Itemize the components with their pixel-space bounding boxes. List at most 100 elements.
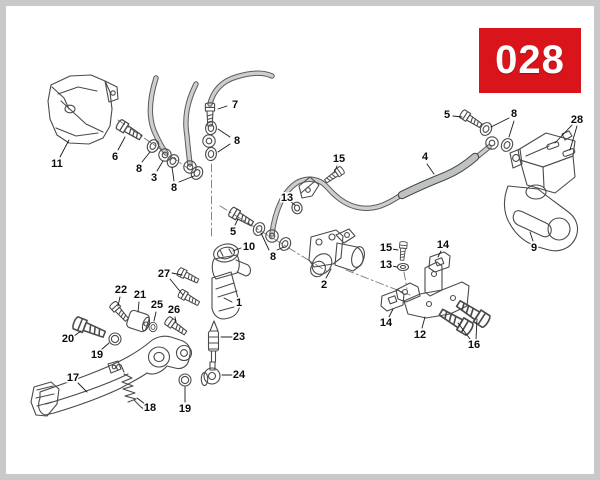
- callout-leader-13: [290, 201, 296, 206]
- callout-13: 13: [380, 259, 392, 271]
- part-bracket-12: [395, 261, 470, 319]
- callout-leader-18: [136, 397, 146, 405]
- part-bolt-26: [163, 315, 189, 338]
- callout-leader-15: [391, 248, 399, 251]
- callout-14: 14: [380, 317, 393, 329]
- callout-leader-16: [457, 322, 471, 340]
- part-washer-13-right: [396, 262, 410, 272]
- part-oring-19-left: [108, 332, 122, 346]
- callout-leader-14: [437, 250, 442, 258]
- callout-leader-6: [117, 136, 126, 151]
- callout-15: 15: [333, 153, 345, 165]
- part-bolts-27: [175, 266, 202, 308]
- callout-8: 8: [171, 182, 177, 194]
- callout-5: 5: [444, 109, 450, 121]
- page-number-badge: 028: [479, 28, 581, 93]
- callout-8: 8: [136, 163, 142, 175]
- callout-19: 19: [179, 403, 191, 415]
- callout-leader-4: [426, 163, 435, 175]
- callout-6: 6: [112, 151, 118, 163]
- callout-leader-15: [333, 165, 338, 174]
- callout-leader-21: [137, 301, 140, 313]
- callout-leader-12: [421, 316, 426, 329]
- callout-leader-5: [452, 115, 463, 118]
- callout-8: 8: [234, 135, 240, 147]
- part-nut-25: [148, 321, 158, 333]
- callout-10: 10: [243, 241, 255, 253]
- part-brake-pedal: [30, 335, 193, 417]
- callout-1: 1: [236, 297, 242, 309]
- callout-5: 5: [230, 226, 236, 238]
- callout-8: 8: [270, 251, 276, 263]
- callout-leader-19: [100, 342, 110, 351]
- callout-leader-8: [490, 117, 510, 128]
- callout-12: 12: [414, 329, 426, 341]
- callout-2: 2: [321, 279, 327, 291]
- part-caliper-bracket: [503, 185, 579, 252]
- callout-leader-2: [325, 268, 332, 279]
- callout-9: 9: [531, 242, 537, 254]
- callout-27: 27: [158, 268, 170, 280]
- callout-leader-8: [217, 128, 231, 138]
- callout-leader-16: [475, 318, 478, 340]
- part-junction-unit: [308, 228, 365, 278]
- callout-leader-3: [156, 160, 164, 172]
- callout-leader-1: [223, 297, 233, 303]
- callout-leader-9: [529, 231, 534, 242]
- exploded-parts-drawing: 1168387815135108227122212526201917181923…: [30, 70, 585, 417]
- callout-leader-8: [260, 232, 270, 251]
- callout-leader-7: [217, 105, 228, 110]
- callout-leader-26: [174, 316, 177, 323]
- callout-23: 23: [233, 331, 245, 343]
- callout-14: 14: [437, 239, 450, 251]
- part-bolts-16: [436, 296, 493, 337]
- callout-leader-25: [153, 311, 157, 322]
- callout-leader-27: [169, 278, 184, 296]
- callout-leader-8: [217, 143, 231, 153]
- callout-leader-28: [554, 124, 573, 144]
- callout-18: 18: [144, 402, 156, 414]
- callout-8: 8: [511, 108, 517, 120]
- callout-leader-8: [178, 175, 195, 183]
- part-bushing-21: [126, 309, 151, 333]
- part-bolt-15-right: [397, 240, 408, 261]
- part-bolt-15-top: [322, 165, 346, 186]
- part-heel-guard: [47, 74, 119, 145]
- callout-21: 21: [134, 289, 146, 301]
- callout-leader-8: [141, 151, 151, 163]
- part-return-spring: [116, 363, 148, 410]
- callout-15: 15: [380, 242, 392, 254]
- callout-3: 3: [151, 172, 157, 184]
- part-clip-nut-14-top: [428, 251, 451, 273]
- callout-leader-8: [508, 120, 515, 138]
- callout-4: 4: [422, 151, 429, 163]
- part-caliper: [509, 130, 576, 200]
- callout-leader-17: [77, 382, 88, 393]
- part-pivot-bolt-20: [70, 315, 108, 342]
- part-bolt-22: [108, 300, 131, 324]
- callout-leader-5: [234, 218, 239, 226]
- callout-leader-13: [391, 265, 398, 268]
- assembly-axis-lines: [117, 119, 411, 296]
- callout-leader-8: [171, 166, 175, 182]
- callout-19: 19: [91, 349, 103, 361]
- callout-leader-28: [569, 125, 578, 151]
- callout-7: 7: [232, 99, 238, 111]
- part-hose-clamp: [298, 176, 320, 199]
- callout-20: 20: [62, 333, 74, 345]
- callout-24: 24: [233, 369, 246, 381]
- part-master-cylinder: [211, 243, 251, 320]
- callout-leader-8: [276, 246, 285, 251]
- callout-leader-14: [388, 308, 394, 318]
- callout-28: 28: [571, 114, 583, 126]
- part-oring-19-right: [178, 373, 192, 387]
- callout-25: 25: [151, 299, 163, 311]
- callout-leader-22: [117, 296, 121, 307]
- callout-13: 13: [281, 192, 293, 204]
- callout-26: 26: [168, 304, 180, 316]
- part-clevis: [200, 361, 221, 387]
- part-pushrod: [207, 320, 220, 363]
- callout-leader-20: [73, 330, 82, 337]
